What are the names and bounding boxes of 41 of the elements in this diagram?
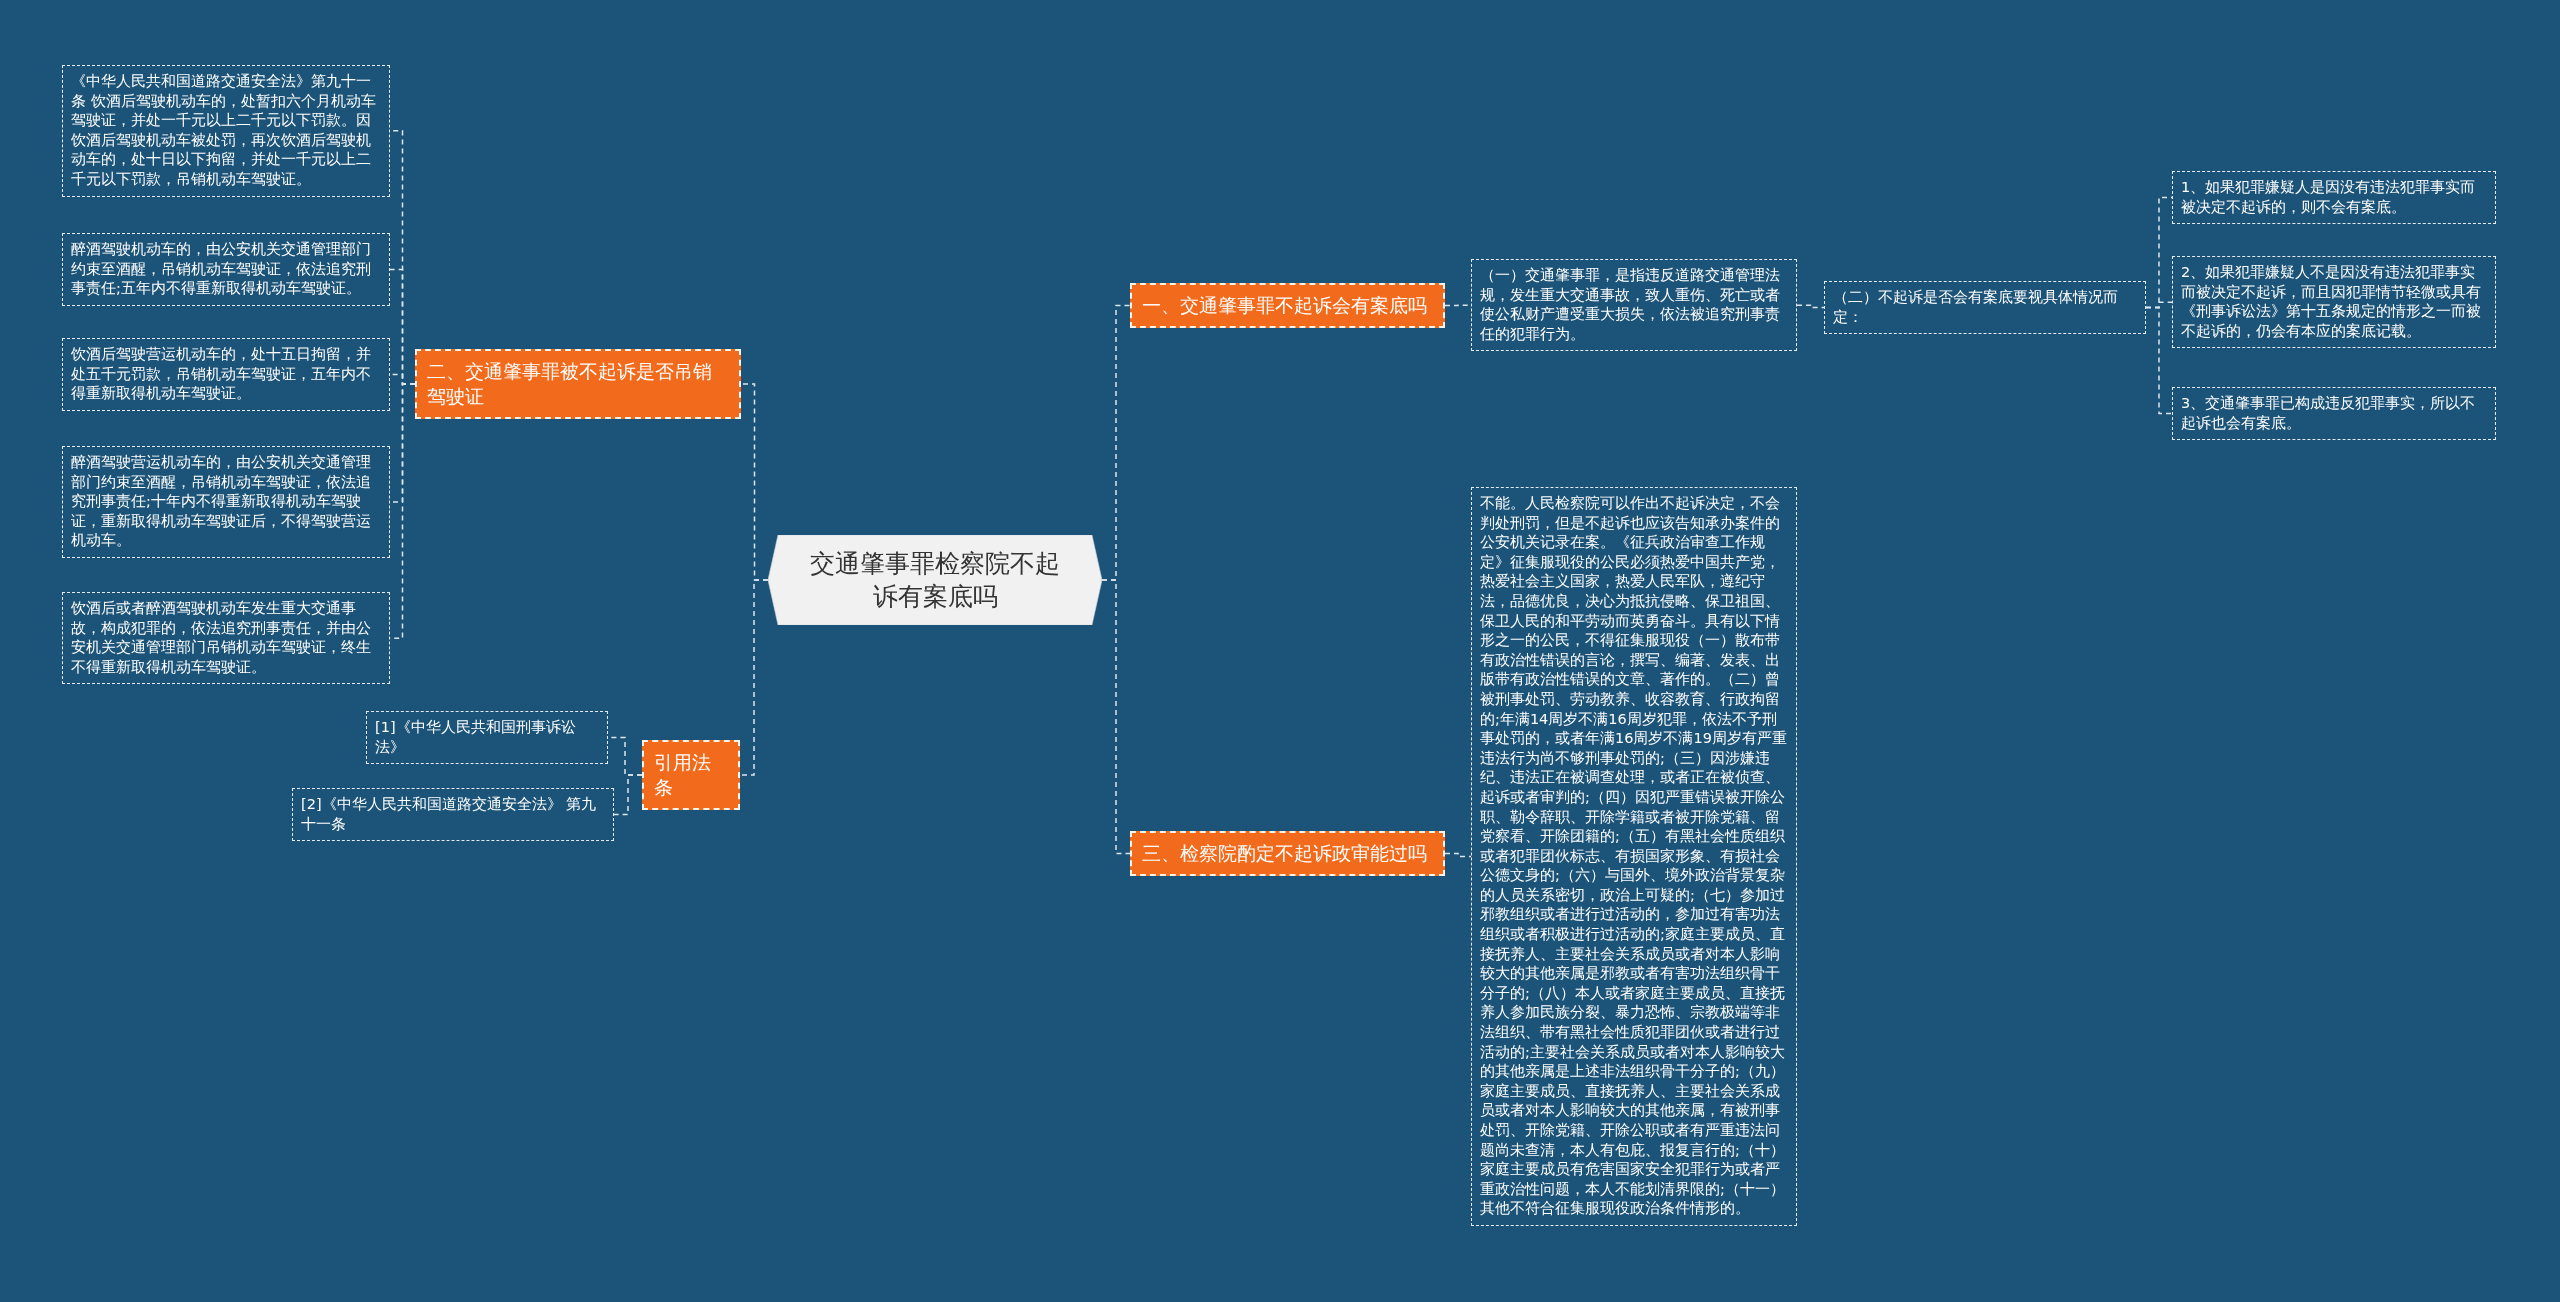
topic-title: 交通肇事罪检察院不起诉有案底吗 xyxy=(809,548,1061,613)
note-text: [1]《中华人民共和国刑事诉讼法》 xyxy=(375,718,577,757)
note-text: 不能。人民检察院可以作出不起诉决定，不会判处刑罚，但是不起诉也应该告知承办案件的公安机关记录在案。《征兵政治审查工作规定》征集服现役的公民必须热爱中国共产党，热爱社会主义国家，热爱人民军队，遵纪守法，品德优良，决心为抵抗侵略、保卫祖国、保卫人民的和平劳动而英勇奋斗。具有以下情形之一的公民，不得征集服现役（一）散布带有政治性错误的言论，撰写、编著、发表、出版带有政治性错误的文章、著作的。（二）曾被刑事处罚、劳动教养、收容教育、行政拘留的;年满14周岁不满16周岁犯罪，依法不予刑事处罚的，或者年满16周岁不满19周岁有严重违法行为尚不够刑事处罚的;（三）因涉嫌违纪、违法正在被调查处理，或者正在被侦查、起诉或者审判的;（四）因犯严重错误被开除公职、勒令辞职、开除学籍或者被开除党籍、留党察看、开除团籍的;（五）有黑社会性质组织或者犯罪团伙标志、有损国家形象、有损社会公德文身的;（六）与国外、境外政治背景复杂的人员关系密切，政治上可疑的;（七）参加过邪教组织或者进行过活动的，参加过有害功法组织或者积极进行过活动的;家庭主要成员、直接抚养人、主要社会关系成员或者对本人影响较大的其他亲属是邪教或者有害功法组织骨干分子的;（八）本人或者家庭主要成员、直接抚养人参加民族分裂、暴力恐怖、宗教极端等非法组织、带有黑社会性质犯罪团伙或者进行过活动的;主要社会关系成员或者对本人影响较大的其他亲属是上述非法组织骨干分子的;（九）家庭主要成员、直接抚养人、主要社会关系成员或者对本人影响较大的其他亲属，有被刑事处罚、开除党籍、开除公职或者有严重违法问题尚未查清，本人有包庇、报复言行的;（十）家庭主要成员有危害国家安全犯罪行为或者严重政治性问题，本人不能划清界限的;（十一）其他不符合征集服现役政治条件情形的。 xyxy=(1480,494,1788,1219)
note-text: 饮酒后驾驶营运机动车的，处十五日拘留，并处五千元罚款，吊销机动车驾驶证，五年内不得重新取得机动车驾驶证。 xyxy=(71,345,372,404)
central-topic-hexagon xyxy=(768,535,1102,625)
text-box xyxy=(366,711,608,765)
topic-box xyxy=(415,349,741,419)
text-box xyxy=(1471,259,1797,352)
text-box xyxy=(62,446,390,558)
text-box xyxy=(62,233,390,306)
note-text: 1、如果犯罪嫌疑人是因没有违法犯罪事实而被决定不起诉的，则不会有案底。 xyxy=(2181,178,2477,217)
connector-line xyxy=(613,774,643,816)
text-box xyxy=(62,592,390,685)
connector-line xyxy=(1101,579,1131,855)
topic-box xyxy=(1130,283,1445,328)
note-text: （一）交通肇事罪，是指违反道路交通管理法规，发生重大交通事故，致人重伤、死亡或者使公私财产遭受重大损失，依法被追究刑事责任的犯罪行为。 xyxy=(1480,266,1781,344)
text-box xyxy=(62,338,390,411)
topic-box xyxy=(642,740,740,810)
note-text: 《中华人民共和国道路交通安全法》第九十一条 饮酒后驾驶机动车的，处暂扣六个月机动车驾驶证，并处一千元以上二千元以下罚款。因饮酒后驾驶机动车被处罚，再次饮酒后驾驶机动车的，处十日以下拘留，并处一千元以上二千元以下罚款，吊销机动车驾驶证。 xyxy=(71,72,377,189)
note-text: [2]《中华人民共和国道路交通安全法》 第九十一条 xyxy=(301,795,598,834)
text-box xyxy=(292,788,614,842)
note-text: 3、交通肇事罪已构成违反犯罪事实，所以不起诉也会有案底。 xyxy=(2181,394,2477,433)
topic-label: 三、检察院酌定不起诉政审能过吗 xyxy=(1142,841,1428,866)
text-box xyxy=(2172,171,2496,225)
connector-line xyxy=(1444,852,1472,858)
connector-line xyxy=(739,579,769,776)
connector-line xyxy=(1796,304,1825,309)
text-box xyxy=(62,65,390,197)
note-text: 醉酒驾驶营运机动车的，由公安机关交通管理部门约束至酒醒，吊销机动车驾驶证，依法追究刑事责任;十年内不得重新取得机动车驾驶证，重新取得机动车驾驶证后，不得驾驶营运机动车。 xyxy=(71,453,372,551)
topic-label: 二、交通肇事罪被不起诉是否吊销驾驶证 xyxy=(427,359,713,409)
note-text: 醉酒驾驶机动车的，由公安机关交通管理部门约束至酒醒，吊销机动车驾驶证，依法追究刑事责任;五年内不得重新取得机动车驾驶证。 xyxy=(71,240,372,299)
note-text: 2、如果犯罪嫌疑人不是因没有违法犯罪事实而被决定不起诉，而且因犯罪情节轻微或具有《刑事诉讼法》第十五条规定的情形之一而被不起诉的，仍会有本应的案底记载。 xyxy=(2181,263,2482,341)
note-text: （二）不起诉是否会有案底要视具体情况而定： xyxy=(1833,288,2119,327)
text-box xyxy=(1824,281,2146,335)
text-box xyxy=(2172,387,2496,441)
connector-line xyxy=(2145,306,2173,415)
text-box xyxy=(2172,256,2496,349)
note-text: 饮酒后或者醉酒驾驶机动车发生重大交通事故，构成犯罪的，依法追究刑事责任，并由公安机关交通管理部门吊销机动车驾驶证，终生不得重新取得机动车驾驶证。 xyxy=(71,599,372,677)
topic-label: 引用法条 xyxy=(654,750,712,800)
topic-label: 一、交通肇事罪不起诉会有案底吗 xyxy=(1142,293,1428,318)
topic-box xyxy=(1130,831,1445,876)
